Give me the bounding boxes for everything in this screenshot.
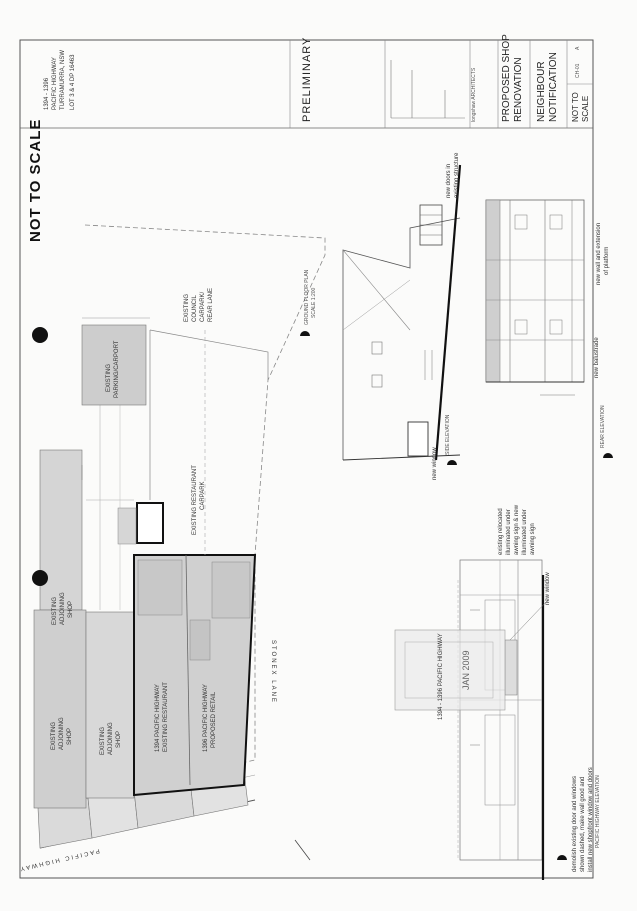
note-demolish-c: install new shopfront window and doors xyxy=(588,767,594,872)
project-title-1: PROPOSED SHOP xyxy=(501,34,512,122)
scale-note-1: NOT TO xyxy=(571,92,580,122)
note-side-window: new window xyxy=(432,447,438,480)
retail-label-b: PROPOSED RETAIL xyxy=(211,691,217,748)
parking-label-b: PARKING/CARPORT xyxy=(114,340,120,398)
sheet-border xyxy=(19,39,594,879)
address-line-2: PACIFIC HIGHWAY xyxy=(52,57,58,110)
note-front-window: new window xyxy=(545,572,551,605)
side-elevation-ground-line xyxy=(434,164,462,461)
received-stamp xyxy=(394,629,506,711)
sheet-title-2: NOTIFICATION xyxy=(548,52,559,122)
revision: A xyxy=(575,46,581,50)
council-carpark-label-d: REAR LANE xyxy=(208,287,214,322)
note-awning-c: awning sign & new xyxy=(514,504,520,555)
stonex-lane-label: STONEX LANE xyxy=(270,640,276,704)
plan-scale: SCALE 1:200 xyxy=(311,287,317,318)
note-demolish-a: demolish existing door and windows xyxy=(572,775,578,872)
preliminary-stamp: PRELIMINARY xyxy=(301,36,313,122)
address-line-1: 1394 - 1396 xyxy=(44,77,50,110)
note-new-doors-a: new doors in xyxy=(446,163,452,198)
project-title-2: RENOVATION xyxy=(513,57,524,122)
scale-note-2: SCALE xyxy=(581,95,590,122)
shop-2-label-c: SHOP xyxy=(67,727,73,745)
shop-1-label-b: ADJOINING xyxy=(60,592,66,625)
note-new-wall-a: new wall and extension xyxy=(596,222,602,285)
restaurant-label-b: EXISTING RESTAURANT xyxy=(163,682,169,752)
note-new-wall-b: of platform xyxy=(604,246,610,275)
side-elevation-title: SIDE ELEVATION xyxy=(445,414,451,455)
rear-elevation-title: REAR ELEVATION xyxy=(600,405,606,448)
not-to-scale-banner: NOT TO SCALE xyxy=(27,118,44,242)
note-awning-e: awning sign xyxy=(530,523,536,555)
architect-name: longshaw ARCHITECTS xyxy=(471,67,477,122)
shop-3-label-c: SHOP xyxy=(116,730,122,748)
council-carpark-label-b: COUNCIL xyxy=(192,294,198,322)
shop-3-label-b: ADJOINING xyxy=(108,722,114,755)
shop-2-label-b: ADJOINING xyxy=(59,717,65,750)
address-line-3: TURRAMURRA, NSW xyxy=(60,50,66,110)
council-carpark-label-a: EXISTING xyxy=(184,293,190,322)
received-stamp-date: JAN 2009 xyxy=(461,650,471,690)
restaurant-label-a: 1394 PACIFIC HIGHWAY xyxy=(155,684,161,752)
note-awning-a: existing relocated xyxy=(498,508,504,555)
note-demolish-b: shown dashed, make wall good and xyxy=(580,776,586,872)
north-point-marker xyxy=(32,327,48,343)
plan-title: GROUND FLOOR PLAN xyxy=(304,269,310,325)
restaurant-carpark-label-b: CARPARK xyxy=(200,481,206,510)
shop-1-label-c: SHOP xyxy=(68,600,74,618)
note-awning-d: illuminated under xyxy=(522,509,528,555)
lot-dp: LOT 3 & 4 DP 16463 xyxy=(70,54,76,110)
note-new-balustrade: new balustrade xyxy=(594,337,600,378)
drawing-number: CH-01 xyxy=(575,63,581,78)
front-elevation-title: PACIFIC HIGHWAY ELEVATION xyxy=(595,775,601,848)
front-sign-text: 1394 - 1396 PACIFIC HIGHWAY xyxy=(438,633,444,720)
sheet-title-1: NEIGHBOUR xyxy=(536,61,547,122)
shop-2-label-a: EXISTING xyxy=(51,721,57,750)
shop-3-label-a: EXISTING xyxy=(100,726,106,755)
retail-label-a: 1396 PACIFIC HIGHWAY xyxy=(203,684,209,752)
parking-label-a: EXISTING xyxy=(106,363,112,392)
shop-1-label-a: EXISTING xyxy=(52,596,58,625)
note-new-doors-b: existing structure xyxy=(454,152,460,198)
restaurant-carpark-label-a: EXISTING RESTAURANT xyxy=(192,465,198,535)
council-carpark-label-c: CARPARK/ xyxy=(200,291,206,322)
note-awning-b: illuminated under xyxy=(506,509,512,555)
